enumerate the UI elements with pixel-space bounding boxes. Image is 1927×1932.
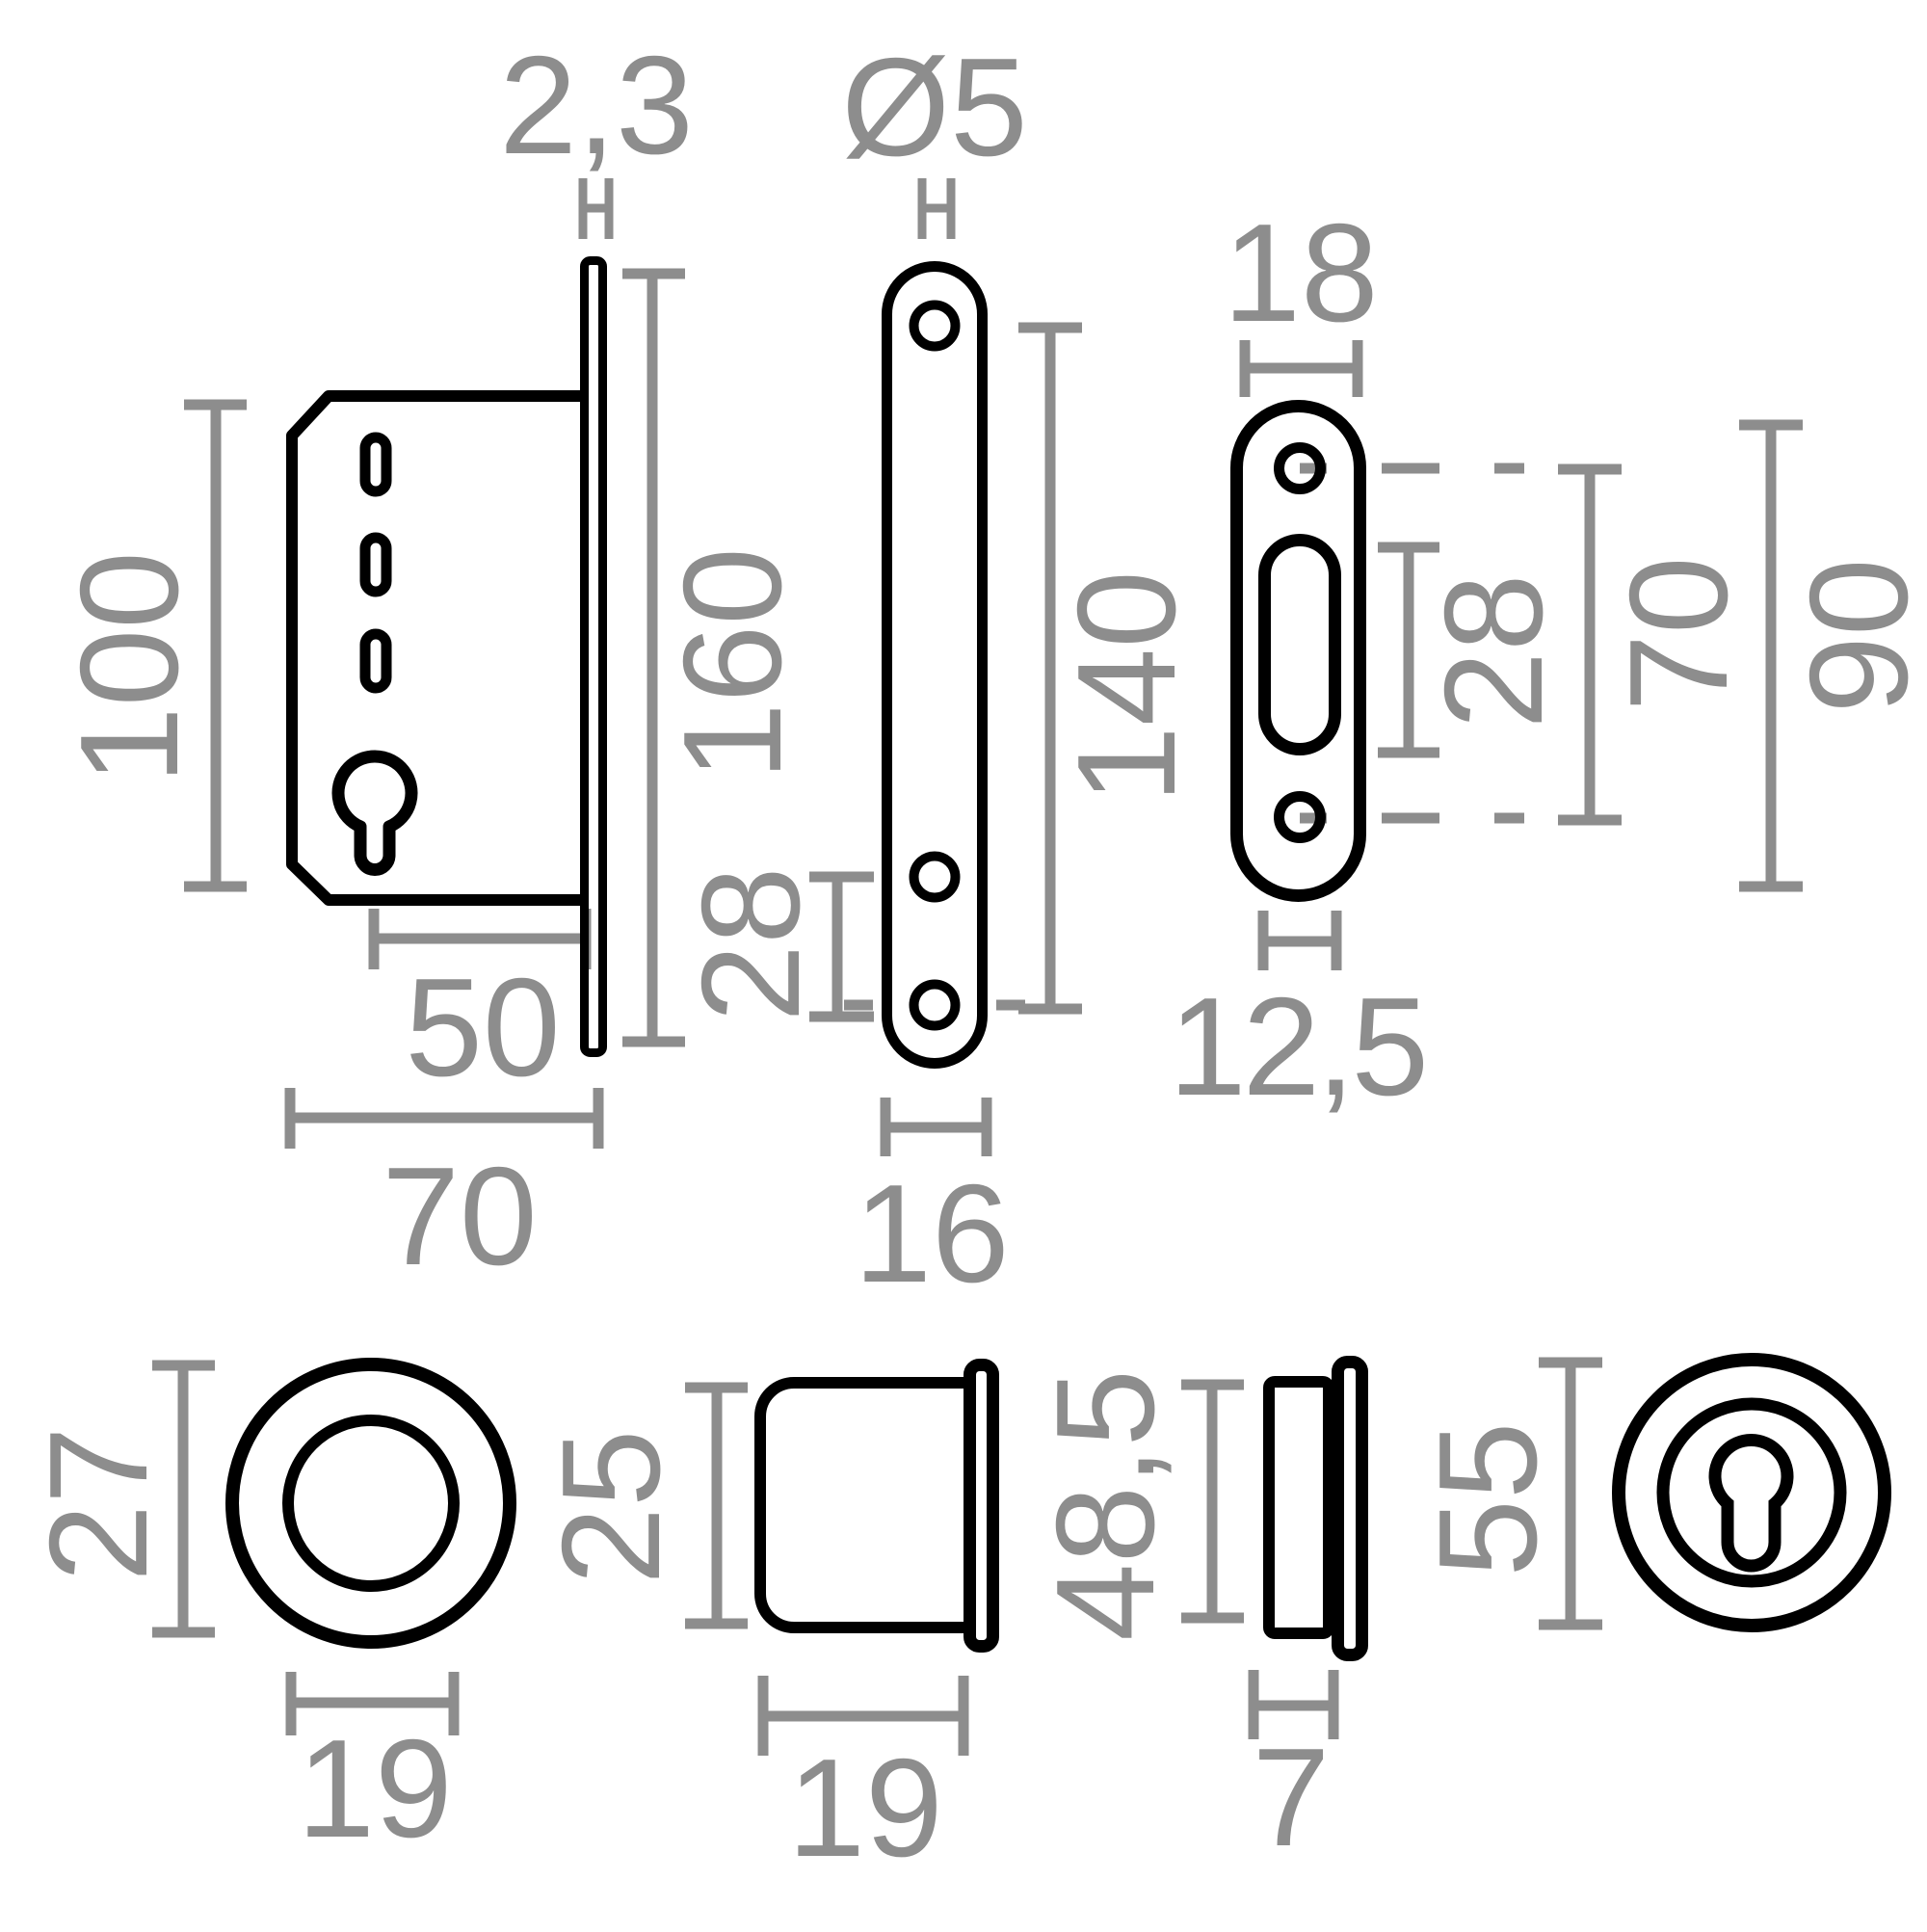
svg-text:25: 25 <box>533 1429 689 1584</box>
svg-text:100: 100 <box>51 551 207 784</box>
svg-text:Ø5: Ø5 <box>841 29 1027 185</box>
svg-text:2,3: 2,3 <box>499 27 694 183</box>
svg-text:90: 90 <box>1781 558 1927 713</box>
svg-text:48,5: 48,5 <box>1027 1369 1183 1641</box>
svg-text:16: 16 <box>854 1155 1009 1311</box>
svg-text:50: 50 <box>405 949 560 1105</box>
svg-text:7: 7 <box>1253 1719 1331 1875</box>
svg-text:19: 19 <box>787 1730 942 1886</box>
svg-text:70: 70 <box>1600 556 1756 711</box>
svg-text:27: 27 <box>20 1426 176 1581</box>
svg-text:70: 70 <box>382 1138 537 1294</box>
svg-text:18: 18 <box>1223 195 1378 351</box>
svg-text:12,5: 12,5 <box>1169 968 1425 1125</box>
svg-text:140: 140 <box>1048 570 1204 804</box>
svg-text:28: 28 <box>673 866 829 1021</box>
svg-text:55: 55 <box>1410 1421 1566 1576</box>
svg-text:19: 19 <box>297 1710 452 1866</box>
svg-text:28: 28 <box>1415 573 1571 728</box>
svg-text:160: 160 <box>654 547 810 781</box>
